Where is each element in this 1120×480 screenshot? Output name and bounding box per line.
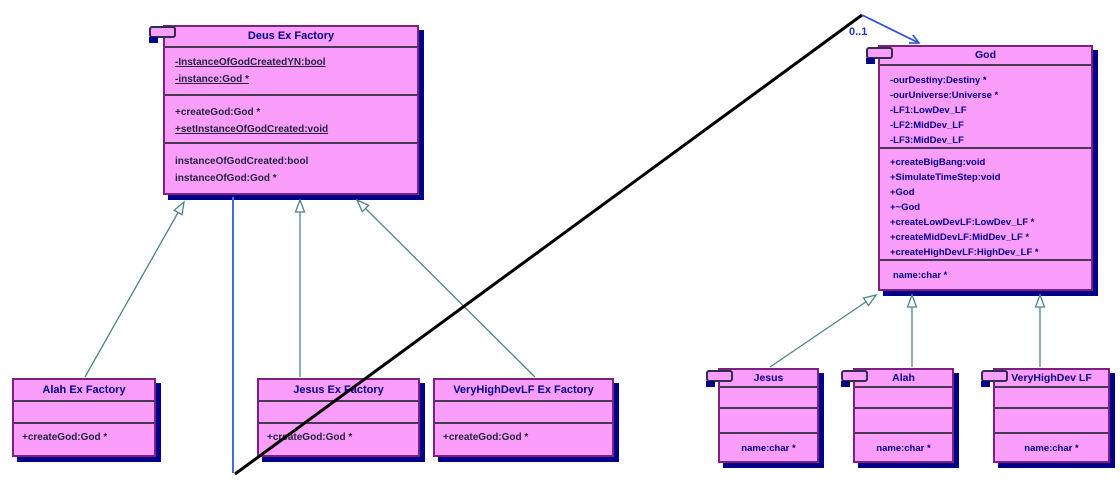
class-jesus[interactable]: Jesus name:char * — [718, 368, 819, 463]
class-veryhighdev-lf[interactable]: VeryHighDev LF name:char * — [993, 368, 1110, 463]
operation: +~God — [890, 202, 921, 213]
operations-compartment — [855, 407, 952, 432]
operation: +setInstanceOfGodCreated:void — [175, 124, 329, 135]
attributes-compartment — [14, 400, 154, 422]
class-icon-tab — [706, 381, 715, 387]
multiplicity-label: 0..1 — [849, 26, 868, 38]
attributes-compartment — [995, 386, 1108, 407]
operation: +createMidDevLF:MidDev_LF * — [890, 232, 1030, 243]
generalization-jesus-to-god[interactable] — [769, 293, 878, 368]
generalization-alah-ex-to-deus[interactable] — [84, 200, 185, 378]
class-icon — [149, 26, 176, 43]
operation: +createHighDevLF:HighDev_LF * — [890, 247, 1039, 258]
operation: +createGod:God * — [22, 432, 108, 443]
operation: +createLowDevLF:LowDev_LF * — [890, 217, 1035, 228]
class-icon-tab — [866, 58, 875, 64]
properties-compartment: name:char * — [855, 432, 952, 461]
operations-compartment — [995, 407, 1108, 432]
attributes-compartment — [720, 386, 817, 407]
association-arrow-to-god[interactable] — [861, 14, 921, 44]
property: instanceOfGodCreated:bool — [175, 156, 309, 167]
class-alah[interactable]: Alah name:char * — [853, 368, 954, 463]
class-title: Jesus Ex Factory — [293, 384, 384, 396]
operation: +SimulateTimeStep:void — [890, 172, 1001, 183]
class-icon — [841, 370, 868, 387]
class-title: Deus Ex Factory — [247, 30, 335, 42]
property: name:char * — [1024, 443, 1079, 454]
attributes-compartment — [855, 386, 952, 407]
property: instanceOfGod:God * — [175, 173, 277, 184]
class-title: VeryHighDev LF — [1011, 372, 1092, 384]
operations-compartment: +createGod:God * — [259, 422, 418, 455]
class-veryhighdevlf-ex-factory[interactable]: VeryHighDevLF Ex Factory +createGod:God … — [433, 378, 614, 457]
class-deus-ex-factory[interactable]: Deus Ex Factory -InstanceOfGodCreatedYN:… — [163, 25, 419, 195]
class-title: VeryHighDevLF Ex Factory — [453, 384, 594, 396]
operation: +God — [890, 187, 915, 198]
operation: +createGod:God * — [267, 432, 353, 443]
class-icon-tab — [149, 37, 158, 43]
properties-compartment: name:char * — [880, 259, 1091, 289]
attributes-compartment: -InstanceOfGodCreatedYN:bool -instance:G… — [165, 46, 417, 94]
properties-compartment: name:char * — [995, 432, 1108, 461]
class-alah-ex-factory[interactable]: Alah Ex Factory +createGod:God * — [12, 378, 156, 457]
class-title: Jesus — [753, 372, 784, 384]
operations-compartment: +createGod:God * — [14, 422, 154, 455]
attribute: -LF3:MidDev_LF — [890, 135, 964, 146]
operations-compartment: +createBigBang:void +SimulateTimeStep:vo… — [880, 147, 1091, 259]
attributes-compartment — [259, 400, 418, 422]
class-jesus-ex-factory[interactable]: Jesus Ex Factory +createGod:God * — [257, 378, 420, 457]
operations-compartment: +createGod:God * — [435, 422, 612, 455]
attribute: -instance:God * — [175, 74, 249, 85]
class-icon-tab — [841, 381, 850, 387]
attribute: -ourDestiny:Destiny * — [890, 75, 987, 86]
attribute: -LF1:LowDev_LF — [890, 105, 967, 116]
class-icon — [981, 370, 1008, 387]
property: name:char * — [741, 443, 796, 454]
operations-compartment — [720, 407, 817, 432]
attributes-compartment — [435, 400, 612, 422]
class-icon — [866, 47, 893, 64]
properties-compartment: instanceOfGodCreated:bool instanceOfGod:… — [165, 142, 417, 193]
class-title: Alah — [892, 372, 915, 384]
operation: +createGod:God * — [175, 107, 261, 118]
class-god[interactable]: God -ourDestiny:Destiny * -ourUniverse:U… — [878, 45, 1093, 291]
class-icon — [706, 370, 733, 387]
properties-compartment: name:char * — [720, 432, 817, 461]
class-icon-tab — [981, 381, 990, 387]
attribute: -ourUniverse:Universe * — [890, 90, 999, 101]
attribute: -InstanceOfGodCreatedYN:bool — [175, 57, 326, 68]
attribute: -LF2:MidDev_LF — [890, 120, 964, 131]
class-title: God — [975, 49, 996, 61]
class-title: Alah Ex Factory — [42, 384, 126, 396]
operation: +createGod:God * — [443, 432, 529, 443]
generalization-veryhighdevlf-ex-to-deus[interactable] — [355, 198, 536, 378]
property: name:char * — [893, 270, 948, 281]
operations-compartment: +createGod:God * +setInstanceOfGodCreate… — [165, 94, 417, 142]
attributes-compartment: -ourDestiny:Destiny * -ourUniverse:Unive… — [880, 64, 1091, 147]
operation: +createBigBang:void — [890, 157, 986, 168]
property: name:char * — [876, 443, 931, 454]
